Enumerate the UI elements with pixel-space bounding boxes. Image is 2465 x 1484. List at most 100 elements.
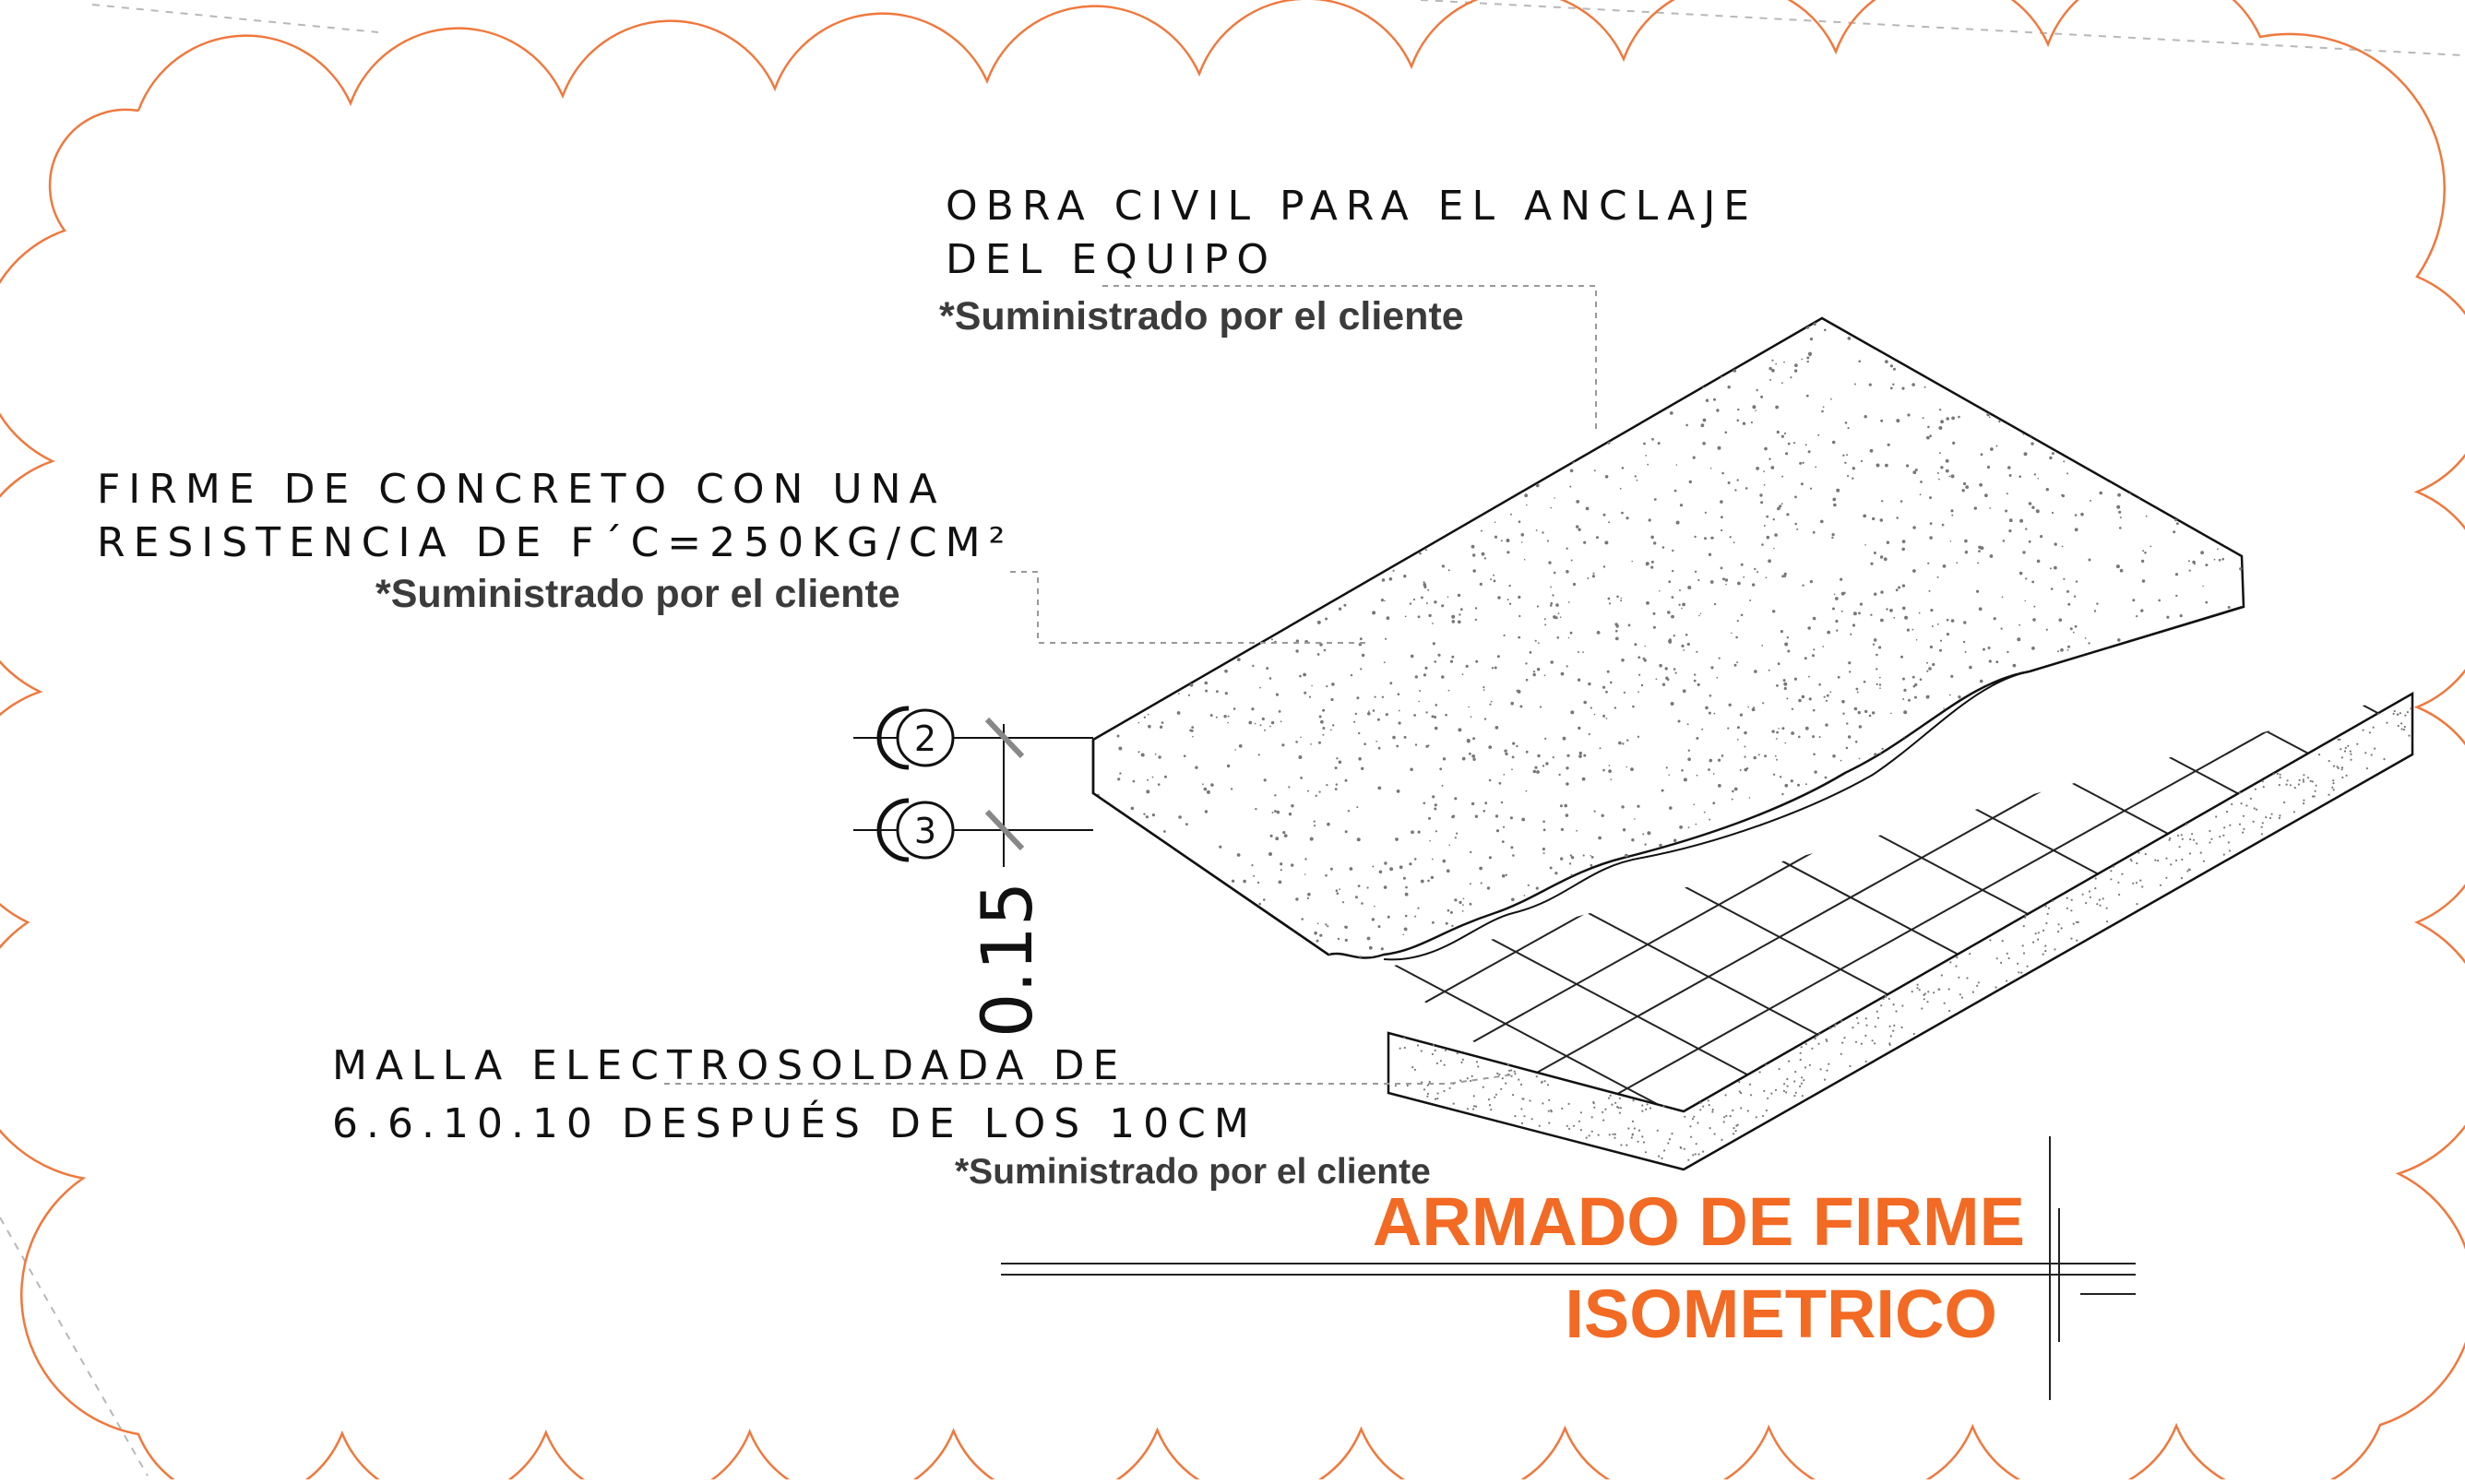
stipple-dot — [1108, 342, 1112, 347]
stipple-dot — [1703, 811, 1706, 813]
stipple-dot — [1696, 650, 1698, 653]
stipple-dot — [1295, 649, 1299, 653]
stipple-dot — [1713, 334, 1716, 337]
stipple-dot — [1481, 529, 1483, 532]
stipple-dot — [2278, 784, 2280, 787]
stipple-dot — [1525, 388, 1529, 392]
stipple-dot — [2180, 834, 2183, 837]
stipple-dot — [1117, 915, 1120, 918]
stipple-dot — [2187, 560, 2190, 563]
stipple-dot — [1409, 602, 1412, 605]
stipple-dot — [1381, 460, 1385, 464]
stipple-dot — [2079, 358, 2082, 361]
stipple-dot — [1386, 384, 1390, 388]
stipple-dot — [1938, 409, 1942, 411]
stipple-dot — [1360, 371, 1363, 375]
stipple-dot — [1615, 417, 1618, 421]
stipple-dot — [1740, 1107, 1743, 1110]
stipple-dot — [1392, 569, 1395, 572]
stipple-dot — [2074, 528, 2078, 532]
stipple-dot — [2397, 713, 2400, 716]
stipple-dot — [1793, 1080, 1796, 1083]
stipple-dot — [1224, 669, 1228, 673]
stipple-dot — [1535, 886, 1539, 890]
stipple-dot — [1986, 465, 1991, 469]
stipple-dot — [1641, 1135, 1644, 1138]
stipple-dot — [1106, 958, 1108, 960]
stipple-dot — [1881, 747, 1884, 751]
stipple-dot — [1263, 460, 1267, 465]
stipple-dot — [1920, 481, 1923, 483]
stipple-dot — [1469, 902, 1472, 906]
stipple-dot — [2255, 808, 2258, 811]
stipple-dot — [1745, 487, 1748, 490]
stipple-dot — [1903, 688, 1907, 693]
stipple-dot — [1208, 405, 1211, 410]
stipple-dot — [1289, 367, 1292, 370]
stipple-dot — [1718, 319, 1721, 322]
stipple-dot — [2123, 957, 2126, 958]
stipple-dot — [1938, 452, 1941, 455]
stipple-dot — [1204, 810, 1209, 813]
stipple-dot — [1280, 426, 1285, 431]
stipple-dot — [2090, 409, 2094, 412]
stipple-dot — [1520, 541, 1523, 543]
stipple-dot — [2176, 834, 2180, 837]
stipple-dot — [1267, 576, 1270, 580]
stipple-dot — [1239, 530, 1243, 534]
stipple-dot — [1439, 767, 1443, 771]
stipple-dot — [1237, 528, 1239, 531]
stipple-dot — [2157, 359, 2160, 362]
stipple-dot — [2113, 865, 2115, 868]
stipple-dot — [1166, 525, 1171, 529]
stipple-dot — [1489, 703, 1492, 706]
stipple-dot — [1740, 1092, 1743, 1095]
stipple-dot — [1923, 998, 1925, 1001]
stipple-dot — [1979, 482, 1983, 487]
stipple-dot — [2106, 920, 2109, 923]
stipple-dot — [2178, 481, 2183, 485]
stipple-dot — [1669, 323, 1673, 326]
stipple-dot — [1781, 727, 1785, 730]
stipple-dot — [1283, 834, 1288, 837]
stipple-dot — [1361, 766, 1364, 770]
stipple-dot — [1173, 861, 1176, 865]
obra-label-line1: OBRA CIVIL PARA EL ANCLAJE — [946, 183, 1757, 230]
stipple-dot — [2046, 912, 2049, 916]
stipple-dot — [1647, 463, 1649, 466]
stipple-dot — [2253, 807, 2256, 810]
stipple-dot — [1415, 428, 1418, 431]
stipple-dot — [1257, 754, 1260, 756]
stipple-dot — [1893, 1024, 1896, 1027]
stipple-dot — [1742, 421, 1746, 425]
stipple-dot — [2215, 815, 2218, 818]
stipple-dot — [1123, 468, 1125, 470]
stipple-dot — [1147, 713, 1149, 716]
stipple-dot — [1590, 1130, 1593, 1133]
stipple-dot — [2055, 324, 2060, 328]
stipple-dot — [1146, 789, 1150, 794]
stipple-dot — [1218, 407, 1222, 411]
stipple-dot — [1170, 374, 1173, 377]
stipple-dot — [2243, 827, 2245, 831]
stipple-dot — [1140, 753, 1145, 757]
stipple-dot — [1304, 858, 1307, 861]
stipple-dot — [1739, 713, 1743, 717]
stipple-dot — [1407, 348, 1411, 351]
stipple-dot — [1297, 481, 1302, 486]
stipple-dot — [2365, 767, 2368, 770]
stipple-dot — [1827, 630, 1831, 635]
stipple-dot — [1493, 574, 1495, 576]
stipple-dot — [1191, 726, 1195, 729]
stipple-dot — [2136, 861, 2138, 865]
stipple-dot — [1424, 666, 1428, 670]
stipple-dot — [1195, 766, 1198, 769]
stipple-dot — [1484, 801, 1488, 805]
stipple-dot — [1378, 870, 1383, 874]
stipple-dot — [1212, 662, 1217, 667]
stipple-dot — [1570, 559, 1573, 562]
stipple-dot — [1143, 716, 1147, 718]
stipple-dot — [1614, 636, 1619, 641]
stipple-dot — [1414, 915, 1417, 918]
stipple-dot — [2035, 509, 2040, 514]
